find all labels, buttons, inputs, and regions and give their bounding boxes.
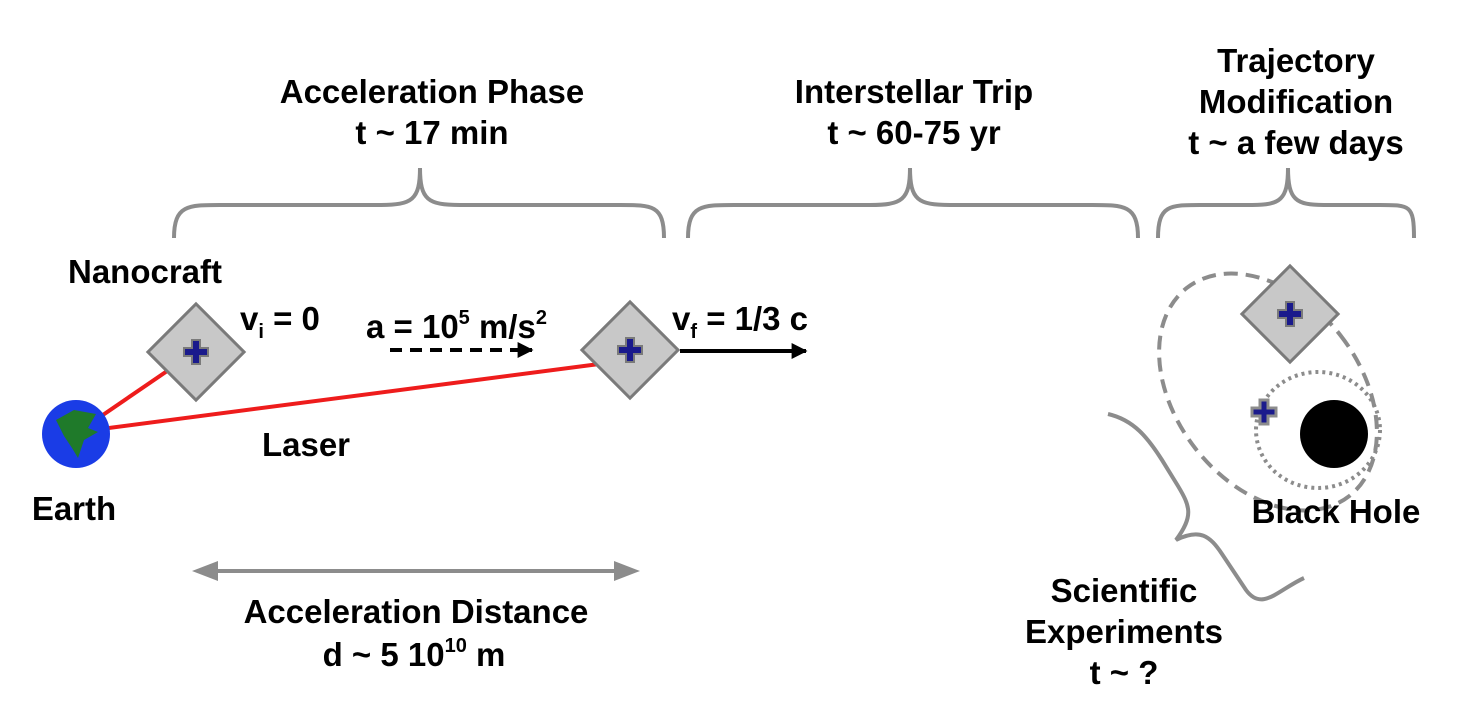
trajectory-title-line2: Modification bbox=[1199, 83, 1393, 120]
earth-icon bbox=[42, 400, 110, 468]
nanocraft-icon-final bbox=[579, 299, 681, 401]
black-hole-icon bbox=[1300, 400, 1368, 468]
interstellar-trip-title: Interstellar Trip bbox=[795, 73, 1033, 110]
experiments-time: t ~ ? bbox=[1090, 654, 1159, 691]
laser-beam-2 bbox=[77, 358, 631, 434]
laser-label: Laser bbox=[262, 426, 350, 463]
acceleration-distance-arrow bbox=[192, 561, 640, 581]
trajectory-title-line1: Trajectory bbox=[1217, 42, 1375, 79]
final-velocity: vf = 1/3 c bbox=[672, 300, 808, 343]
acceleration-distance-value: d ~ 5 1010 m bbox=[323, 635, 506, 673]
experiments-bracket bbox=[1107, 412, 1305, 602]
interstellar-trip-time: t ~ 60-75 yr bbox=[827, 114, 1001, 151]
interstellar-trip-bracket bbox=[686, 167, 1140, 239]
acceleration-phase-title: Acceleration Phase bbox=[280, 73, 584, 110]
experiments-title-line1: Scientific bbox=[1051, 572, 1198, 609]
nanocraft-icon-orbit bbox=[1239, 263, 1341, 365]
small-probe-icon bbox=[1250, 398, 1278, 426]
trajectory-bracket bbox=[1156, 167, 1416, 239]
black-hole-label: Black Hole bbox=[1252, 493, 1421, 530]
nanocraft-icon-initial bbox=[145, 301, 247, 403]
experiments-title-line2: Experiments bbox=[1025, 613, 1223, 650]
nanocraft-label: Nanocraft bbox=[68, 253, 222, 290]
trajectory-time: t ~ a few days bbox=[1188, 124, 1404, 161]
earth-label: Earth bbox=[32, 490, 116, 527]
inner-orbit bbox=[1254, 370, 1382, 490]
outer-orbit bbox=[1157, 271, 1379, 513]
acceleration-distance-title: Acceleration Distance bbox=[244, 593, 589, 630]
acceleration-phase-bracket bbox=[172, 167, 666, 239]
acceleration-value: a = 105 m/s2 bbox=[366, 307, 547, 345]
initial-velocity: vi = 0 bbox=[240, 300, 320, 343]
acceleration-phase-time: t ~ 17 min bbox=[355, 114, 508, 151]
